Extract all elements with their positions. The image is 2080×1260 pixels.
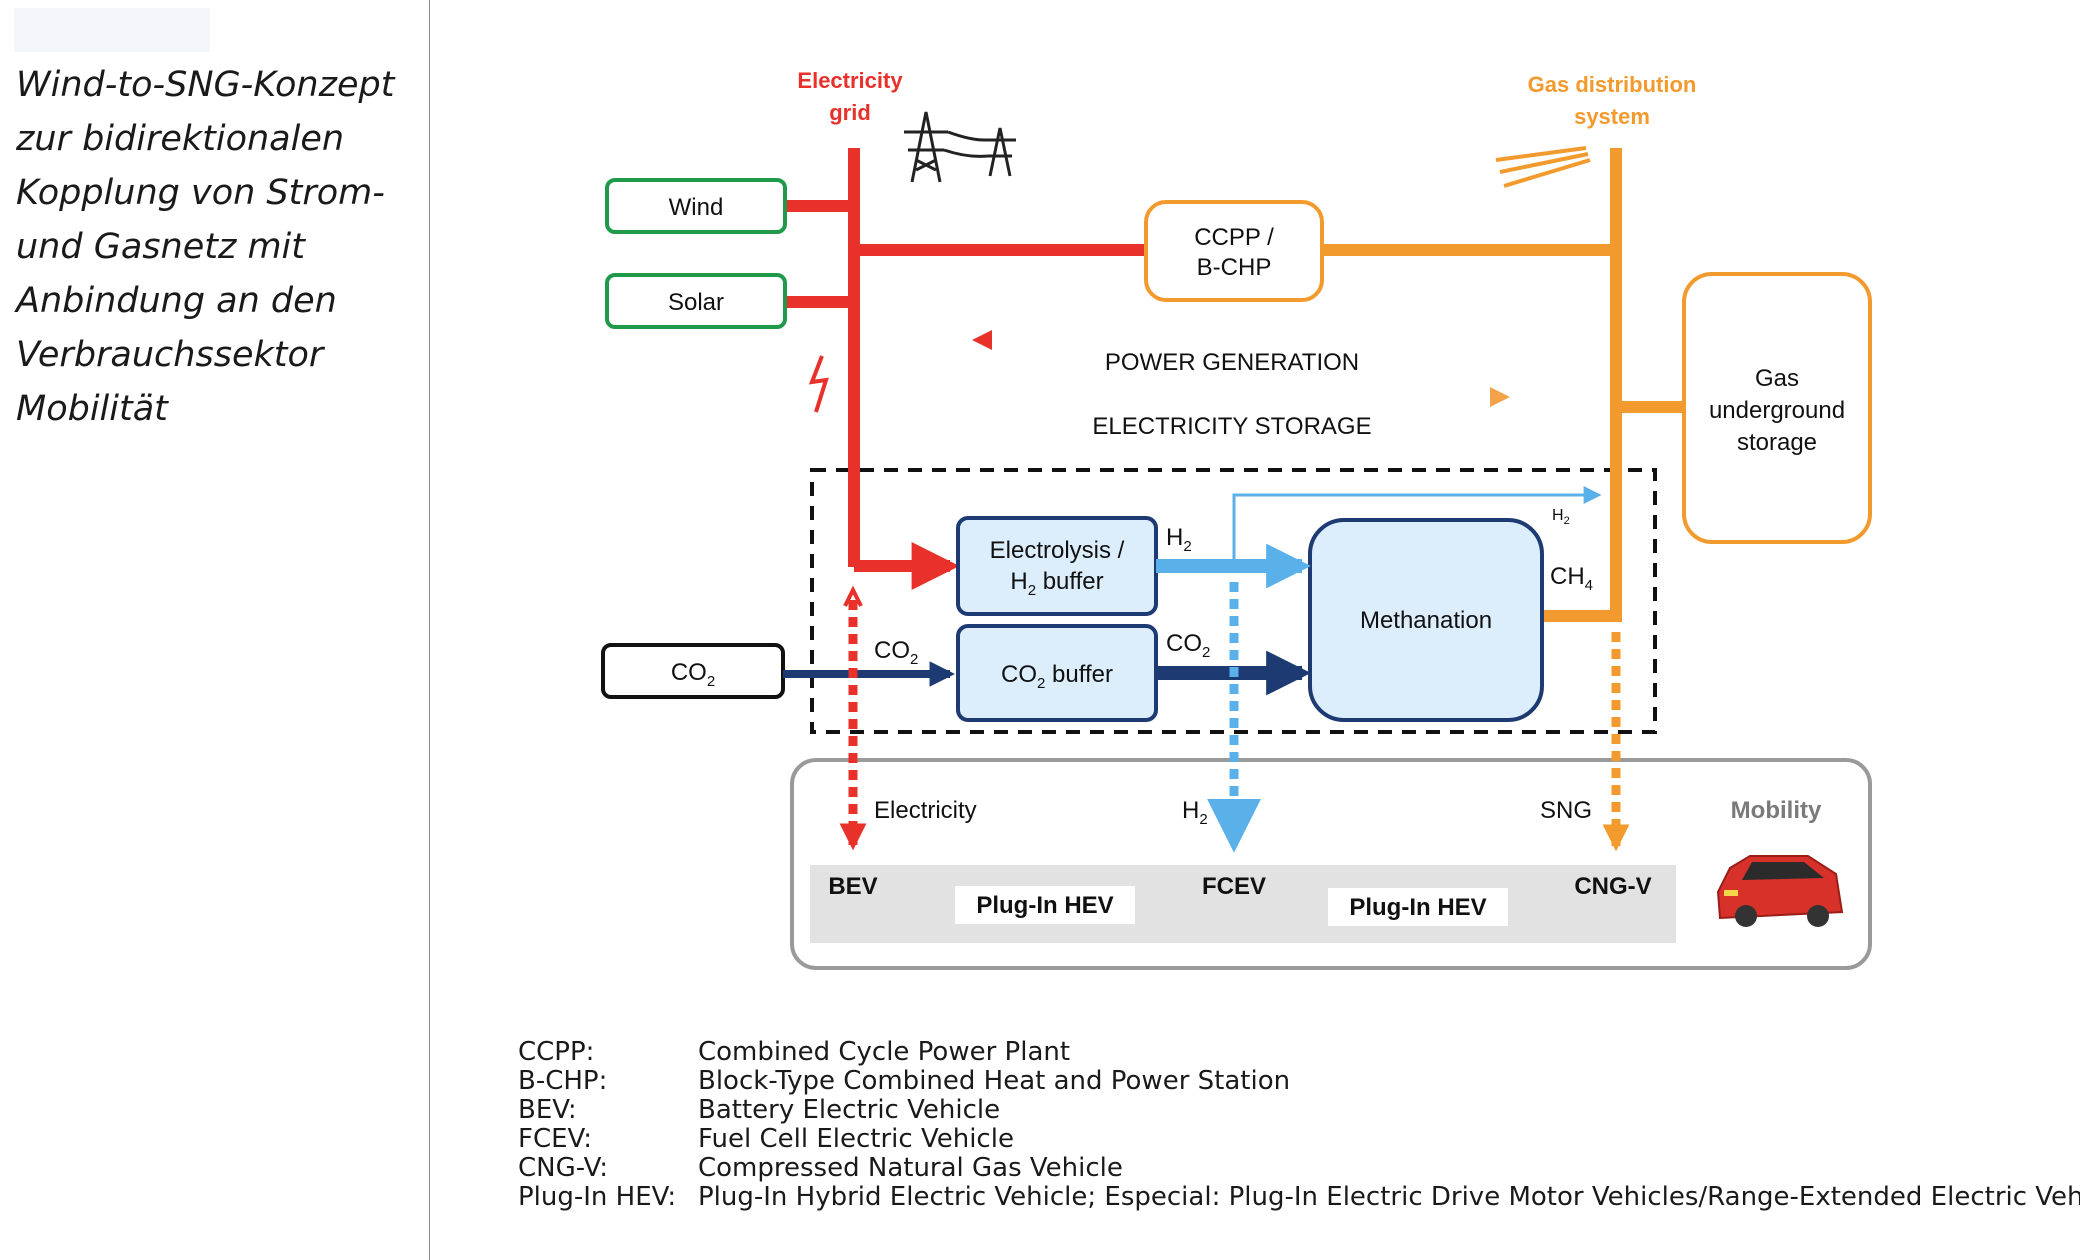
glossary-term: B-CHP: [518, 1066, 608, 1096]
glossary-row: CCPP: Combined Cycle Power Plant [518, 1038, 2080, 1067]
vehicle-bev: BEV [828, 873, 877, 900]
gas-storage-box [1682, 272, 1872, 544]
electricity-grid-label: Electricity [797, 68, 903, 93]
glossary-term: Plug-In HEV: [518, 1182, 677, 1212]
plugin-hev-label-bg [1328, 888, 1508, 926]
power-to-gas-boundary [810, 468, 1657, 734]
co2-buffer-label: CO2 buffer [1001, 661, 1113, 692]
vehicle-plugin-hev: Plug-In HEV [976, 892, 1113, 919]
gas-system-label: Gas distribution [1528, 72, 1697, 97]
electricity-storage-arrowhead [1490, 387, 1510, 407]
mobility-title: Mobility [1731, 797, 1822, 824]
gas-storage-label: Gas [1755, 365, 1799, 392]
figure-caption: Wind-to-SNG-Konzept zur bidirektionalen … [16, 58, 416, 436]
gas-pipeline-icon [1495, 146, 1591, 188]
caption-tab [14, 8, 210, 52]
mobility-sng-label: SNG [1540, 797, 1592, 824]
caption-line: und Gasnetz mit [16, 227, 305, 267]
mobility-electricity-label: Electricity [874, 797, 977, 824]
solar-label: Solar [668, 289, 724, 316]
mobility-h2-label: H2 [1182, 797, 1208, 828]
vehicle-plugin-hev: Plug-In HEV [1349, 894, 1486, 921]
glossary-definition: Compressed Natural Gas Vehicle [698, 1153, 1123, 1183]
ccpp-label: B-CHP [1197, 254, 1272, 281]
co2-flow-label: CO2 [1166, 630, 1210, 661]
power-generation-label: POWER GENERATION [1105, 349, 1359, 376]
vehicle-fcev: FCEV [1202, 873, 1266, 900]
methanation-label: Methanation [1360, 607, 1492, 634]
electricity-grid-label: grid [829, 100, 871, 125]
co2-source-label: CO2 [671, 659, 715, 690]
solar-box [605, 273, 787, 329]
electricity-storage-label: ELECTRICITY STORAGE [1092, 413, 1371, 440]
power-generation-arrowhead [972, 330, 992, 350]
h2-to-gas-label: H2 [1552, 507, 1570, 527]
glossary-term: BEV: [518, 1095, 577, 1125]
ccpp-box [1144, 200, 1324, 302]
glossary-term: CCPP: [518, 1037, 595, 1067]
caption-line: Mobilität [16, 389, 168, 429]
gas-system-label: system [1574, 104, 1650, 129]
gas-storage-label: underground [1709, 397, 1845, 424]
wind-label: Wind [669, 194, 724, 221]
h2-to-gas-arrow [1232, 486, 1602, 566]
abbreviation-glossary: CCPP: Combined Cycle Power Plant B-CHP: … [518, 1038, 2080, 1212]
glossary-row: B-CHP: Block-Type Combined Heat and Powe… [518, 1067, 2080, 1096]
caption-line: Verbrauchssektor [16, 335, 324, 375]
caption-line: Anbindung an den [16, 281, 337, 321]
glossary-row: BEV: Battery Electric Vehicle [518, 1096, 2080, 1125]
electrolysis-label: H2 buffer [1010, 568, 1103, 599]
glossary-definition: Plug-In Hybrid Electric Vehicle; Especia… [698, 1182, 2080, 1212]
glossary-term: FCEV: [518, 1124, 592, 1154]
methanation-box [1308, 518, 1544, 722]
caption-sidebar: Wind-to-SNG-Konzept zur bidirektionalen … [0, 0, 430, 1260]
ch4-flow-label: CH4 [1550, 563, 1593, 594]
glossary-row: FCEV: Fuel Cell Electric Vehicle [518, 1125, 2080, 1154]
glossary-term: CNG-V: [518, 1153, 609, 1183]
caption-line: Kopplung von Strom- [16, 173, 385, 213]
glossary-definition: Block-Type Combined Heat and Power Stati… [698, 1066, 1291, 1096]
gas-storage-label: storage [1737, 429, 1817, 456]
vehicle-cngv: CNG-V [1574, 873, 1651, 900]
plugin-hev-label-bg [955, 886, 1135, 924]
glossary-row: Plug-In HEV: Plug-In Hybrid Electric Veh… [518, 1183, 2080, 1212]
caption-line: Wind-to-SNG-Konzept [16, 65, 395, 105]
bev-bidirectional-arrowhead [843, 585, 863, 607]
glossary-row: CNG-V: Compressed Natural Gas Vehicle [518, 1154, 2080, 1183]
wind-box [605, 178, 787, 234]
car-icon [1716, 855, 1844, 927]
lightning-icon [808, 355, 829, 413]
vehicle-band [810, 865, 1676, 943]
electrolysis-label: Electrolysis / [990, 537, 1125, 564]
caption-line: zur bidirektionalen [16, 119, 345, 159]
glossary-definition: Combined Cycle Power Plant [698, 1037, 1071, 1067]
ccpp-label: CCPP / [1194, 224, 1274, 251]
electrolysis-box [956, 516, 1158, 616]
glossary-definition: Fuel Cell Electric Vehicle [698, 1124, 1014, 1154]
h2-flow-label: H2 [1166, 524, 1192, 555]
glossary-definition: Battery Electric Vehicle [698, 1095, 1001, 1125]
co2-input-label: CO2 [874, 637, 918, 668]
power-pylon-icon [904, 111, 1016, 183]
